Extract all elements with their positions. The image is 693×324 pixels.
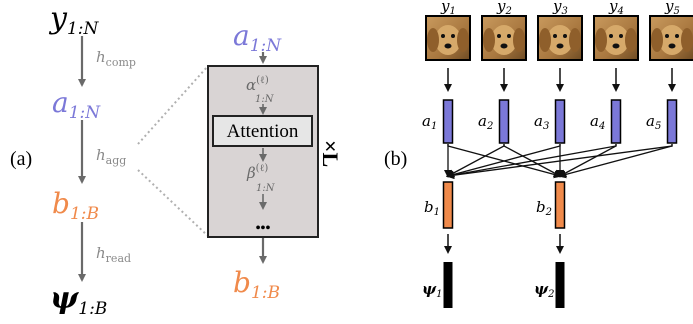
a-bar	[554, 99, 566, 144]
item-y-label: y5	[664, 0, 680, 17]
b-bar	[554, 181, 566, 229]
dog-photo-2	[481, 15, 527, 61]
item-y-label: y1	[440, 0, 456, 17]
psi-bar	[443, 262, 453, 308]
attention-label: Attention	[227, 121, 299, 142]
node-b: b1:B	[52, 187, 99, 224]
item-a-label: a5	[646, 112, 661, 132]
panel-b-label: (b)	[384, 148, 407, 170]
a-bar	[442, 99, 454, 144]
output-psi-label: ψ1	[422, 280, 443, 300]
aggregation-edge	[558, 144, 673, 179]
a-bar	[610, 99, 622, 144]
panel-b-edges	[444, 144, 673, 180]
panel-b-items: y1 a1 y2 a2 y3 a3 y4 a4 y5 a5	[422, 0, 693, 144]
node-a: a1:N	[52, 86, 101, 123]
inner-output-b: b1:B	[233, 266, 280, 303]
item-a-label: a3	[534, 112, 549, 132]
b-bar	[442, 181, 454, 229]
zoom-line-bottom	[137, 169, 209, 237]
inner-input-a: a1:N	[233, 19, 282, 56]
panel-b-outputs: b1 ψ1 b2 ψ2	[422, 181, 566, 308]
node-psi: ψ1:B	[50, 281, 107, 319]
output-b-label: b2	[536, 198, 552, 218]
aggregation-edge	[558, 144, 617, 177]
alpha-sub: 1:N	[255, 94, 275, 105]
beta-sub: 1:N	[256, 183, 276, 194]
psi-bar	[555, 262, 565, 308]
alpha-label: α(ℓ)	[246, 75, 269, 94]
dog-photo-4	[593, 15, 639, 61]
item-a-label: a4	[590, 112, 605, 132]
ellipsis: •••	[256, 221, 271, 236]
dog-photo-3	[537, 15, 583, 61]
output-b-label: b1	[424, 198, 440, 218]
h-read-label: hread	[96, 244, 131, 265]
repeat-label: ×L	[318, 140, 343, 167]
h-agg-label: hagg	[96, 146, 126, 167]
panel-a-label: (a)	[10, 148, 32, 170]
zoom-line-top	[137, 65, 209, 145]
item-y-label: y3	[552, 0, 568, 17]
item-a-label: a2	[478, 112, 493, 132]
attention-box	[212, 115, 313, 147]
node-y: y1:N	[48, 1, 99, 39]
beta-label: β(ℓ)	[246, 163, 268, 182]
h-comp-label: hcomp	[96, 48, 136, 69]
dog-photo-1	[425, 15, 471, 61]
item-a-label: a1	[422, 112, 437, 132]
dog-photo-5	[649, 15, 693, 61]
output-psi-label: ψ2	[534, 280, 555, 300]
item-y-label: y2	[496, 0, 512, 17]
a-bar	[498, 99, 510, 144]
aggregation-edge	[503, 144, 562, 177]
item-y-label: y4	[608, 0, 624, 17]
a-bar	[666, 99, 678, 144]
